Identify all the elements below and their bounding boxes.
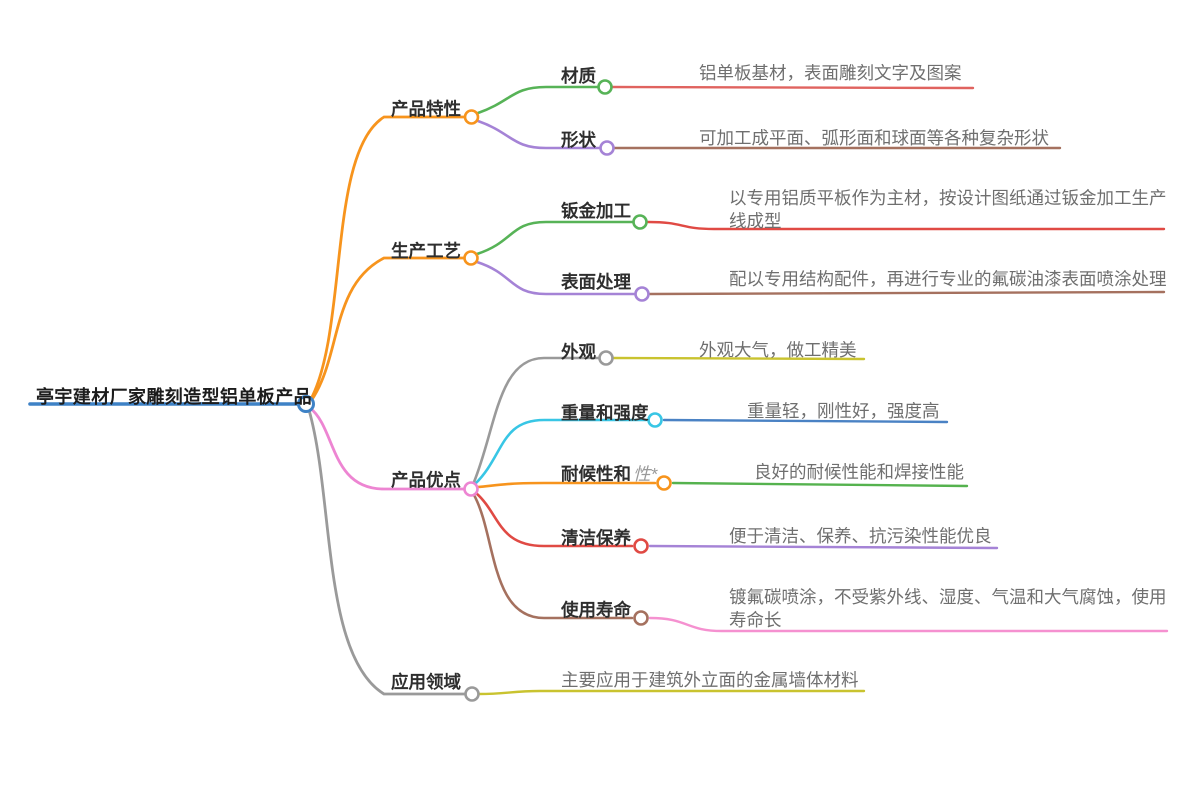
branch-label-product-advantages[interactable]: 产品优点 bbox=[391, 470, 461, 490]
node-dot-product-advantages[interactable] bbox=[463, 481, 479, 497]
leaf-text-shape[interactable]: 可加工成平面、弧形面和球面等各种复杂形状 bbox=[699, 128, 1049, 148]
edge-surface-treatment-leaf bbox=[648, 290, 1166, 296]
node-dot-surface-treatment[interactable] bbox=[634, 286, 650, 302]
edge-surface-treatment bbox=[475, 260, 636, 296]
node-dot-product-features[interactable] bbox=[463, 109, 480, 125]
edge-application-fields-leaf bbox=[477, 689, 866, 696]
child-label-cleaning-maintenance[interactable]: 清洁保养 bbox=[561, 528, 631, 548]
leaf-text-sheet-metal[interactable]: 以专用铝质平板作为主材，按设计图纸通过钣金加工生产线成型 bbox=[729, 188, 1167, 231]
edge-weather-resistance-leaf bbox=[671, 481, 969, 488]
child-label-material[interactable]: 材质 bbox=[561, 66, 596, 86]
branch-label-production-process[interactable]: 生产工艺 bbox=[391, 241, 461, 261]
edge-material bbox=[476, 85, 600, 115]
node-dot-appearance[interactable] bbox=[598, 350, 614, 366]
child-label-weather-resistance-text: 耐候性和 bbox=[561, 464, 631, 484]
leaf-text-weather-resistance[interactable]: 良好的耐候性能和焊接性能 bbox=[754, 462, 964, 482]
edge-weather-resistance bbox=[476, 481, 657, 489]
edge-cleaning-maintenance-leaf bbox=[648, 544, 999, 550]
child-label-weather-resistance[interactable]: 耐候性和性* bbox=[561, 461, 657, 486]
leaf-text-surface-treatment[interactable]: 配以专用结构配件，再进行专业的氟碳油漆表面喷涂处理 bbox=[729, 269, 1167, 289]
edge-weight-strength bbox=[473, 418, 648, 486]
child-label-weight-strength[interactable]: 重量和强度 bbox=[561, 403, 649, 423]
leaf-text-service-life[interactable]: 镀氟碳喷涂，不受紫外线、湿度、气温和大气腐蚀，使用寿命长 bbox=[729, 587, 1167, 630]
edge-appearance bbox=[472, 356, 600, 484]
leaf-text-weight-strength[interactable]: 重量轻，刚性好，强度高 bbox=[747, 401, 940, 421]
edge-service-life bbox=[472, 493, 634, 620]
child-label-surface-treatment[interactable]: 表面处理 bbox=[561, 272, 631, 292]
edge-product-advantages bbox=[308, 406, 466, 491]
node-dot-weight-strength[interactable] bbox=[647, 412, 663, 428]
edge-sheet-metal-leaf bbox=[646, 220, 1166, 231]
node-dot-weather-resistance[interactable] bbox=[656, 475, 672, 491]
child-label-service-life[interactable]: 使用寿命 bbox=[561, 600, 631, 620]
edge-production-process bbox=[309, 256, 466, 403]
edge-product-features bbox=[309, 115, 467, 401]
root-node-label[interactable]: 亭宇建材厂家雕刻造型铝单板产品 bbox=[36, 387, 312, 407]
child-label-shape[interactable]: 形状 bbox=[561, 130, 596, 150]
edge-weight-strength-leaf bbox=[662, 418, 949, 424]
node-dot-root[interactable] bbox=[297, 395, 315, 413]
node-dot-shape[interactable] bbox=[599, 140, 615, 156]
branch-label-product-features[interactable]: 产品特性 bbox=[391, 99, 461, 119]
edge-appearance-leaf bbox=[612, 356, 866, 361]
node-dot-service-life[interactable] bbox=[633, 610, 649, 626]
edge-shape bbox=[476, 119, 602, 150]
node-dot-production-process[interactable] bbox=[463, 250, 479, 266]
node-dot-cleaning-maintenance[interactable] bbox=[633, 538, 649, 554]
child-label-weather-resistance-suffix: 性* bbox=[633, 464, 658, 484]
node-dot-material[interactable] bbox=[597, 79, 613, 95]
edge-cleaning-maintenance bbox=[474, 491, 634, 548]
edge-application-fields bbox=[307, 408, 467, 696]
edge-sheet-metal bbox=[475, 220, 634, 256]
edge-material-leaf bbox=[610, 85, 975, 90]
leaf-text-application-fields[interactable]: 主要应用于建筑外立面的金属墙体材料 bbox=[561, 670, 859, 690]
leaf-text-appearance[interactable]: 外观大气，做工精美 bbox=[699, 340, 857, 360]
node-dot-application-fields[interactable] bbox=[464, 686, 480, 702]
leaf-text-material[interactable]: 铝单板基材，表面雕刻文字及图案 bbox=[699, 63, 962, 83]
branch-label-application-fields[interactable]: 应用领域 bbox=[391, 672, 461, 692]
node-dot-sheet-metal[interactable] bbox=[632, 214, 648, 230]
child-label-appearance[interactable]: 外观 bbox=[561, 342, 596, 362]
child-label-sheet-metal[interactable]: 钣金加工 bbox=[561, 201, 631, 221]
leaf-text-cleaning-maintenance[interactable]: 便于清洁、保养、抗污染性能优良 bbox=[729, 526, 992, 546]
edge-service-life-leaf bbox=[648, 616, 1169, 633]
